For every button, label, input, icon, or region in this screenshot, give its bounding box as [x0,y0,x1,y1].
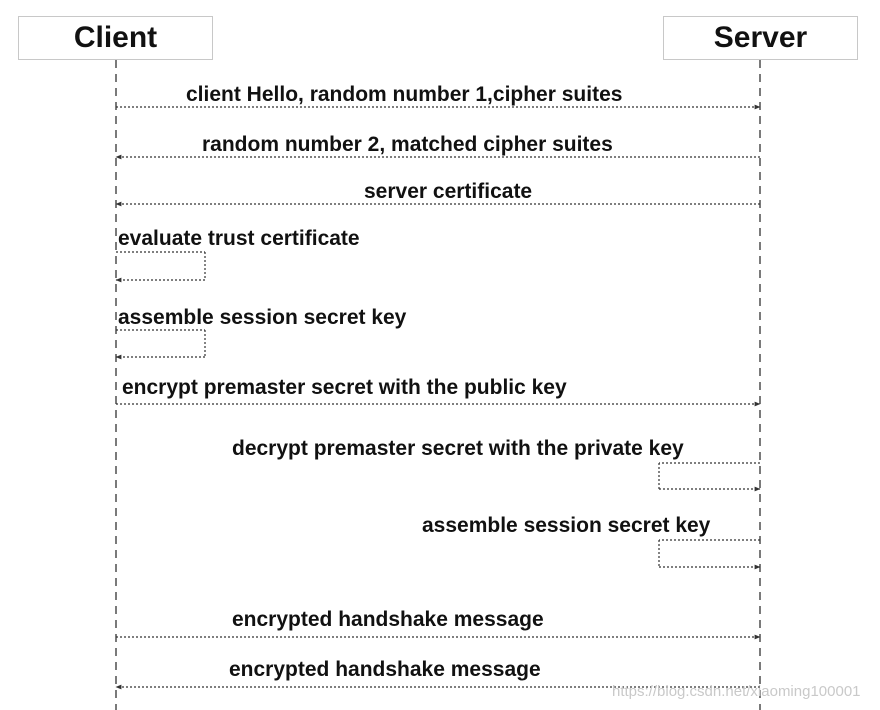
message-label: random number 2, matched cipher suites [202,133,613,156]
message-label: evaluate trust certificate [118,227,360,250]
self-message-arrow [658,462,761,492]
server-actor-label: Server [713,21,808,54]
server-actor-box: Server [663,16,858,60]
message-label: server certificate [364,180,533,203]
message-label: assemble session secret key [118,306,407,329]
client-actor-box: Client [18,16,213,60]
message-label: decrypt premaster secret with the privat… [232,437,684,460]
watermark-text: https://blog.csdn.net/xiaoming100001 [612,683,861,700]
message-label: encrypted handshake message [232,608,544,631]
self-message-arrow [115,251,206,283]
self-message-arrow [115,329,206,360]
message-label: encrypted handshake message [229,658,541,681]
self-message-arrow [658,539,761,570]
message-label: assemble session secret key [422,514,711,537]
message-label: encrypt premaster secret with the public… [122,376,567,399]
message-label: client Hello, random number 1,cipher sui… [186,83,623,106]
client-actor-label: Client [73,21,158,54]
